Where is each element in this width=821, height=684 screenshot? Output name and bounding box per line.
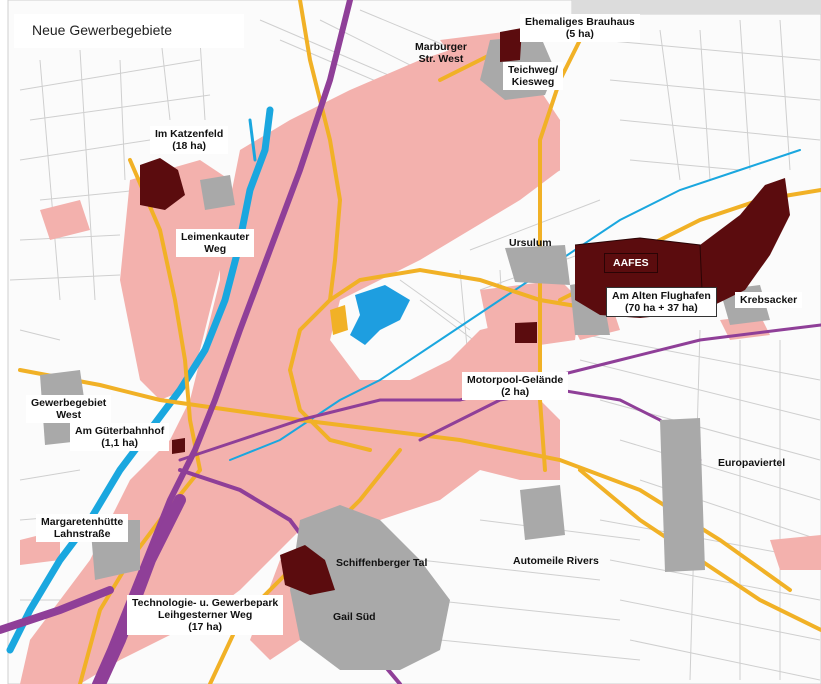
label-im-katzenfeld: Im Katzenfeld(18 ha)	[150, 126, 229, 154]
label-gail-sued: Gail Süd	[333, 611, 376, 623]
label-krebsacker: Krebsacker	[735, 292, 803, 308]
label-teichweg-kiesweg: Teichweg/Kiesweg	[503, 62, 563, 90]
label-am-gueterbahnhof: Am Güterbahnhof(1,1 ha)	[70, 423, 170, 451]
corner-tab	[572, 0, 821, 14]
label-motorpool-gelaende: Motorpool-Gelände(2 ha)	[462, 372, 569, 400]
label-europaviertel: Europaviertel	[718, 457, 786, 469]
label-automeile-rivers: Automeile Rivers	[513, 555, 599, 567]
new-commercial-areas	[140, 28, 790, 595]
map-title: Neue Gewerbegebiete	[14, 14, 244, 48]
label-aafes: AAFES	[604, 253, 658, 273]
rivers	[6, 106, 801, 654]
label-am-alten-flughafen: Am Alten Flughafen(70 ha + 37 ha)	[606, 287, 717, 317]
minor-streets	[9, 9, 821, 681]
label-ursulum: Ursulum	[509, 237, 552, 249]
label-ehemaliges-brauhaus: Ehemaliges Brauhaus(5 ha)	[520, 14, 640, 42]
label-schiffenberger-tal: Schiffenberger Tal	[336, 557, 428, 569]
